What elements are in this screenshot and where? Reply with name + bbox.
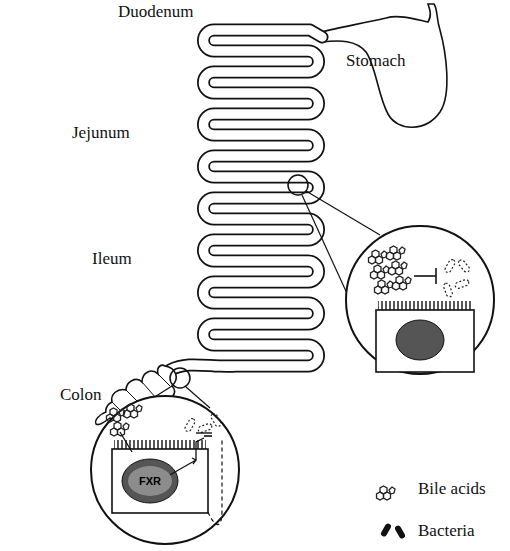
organ-label: Jejunum: [72, 124, 130, 143]
organ-label: Stomach: [346, 52, 406, 71]
nucleus-label: FXR: [139, 475, 161, 487]
organ-label: Duodenum: [118, 3, 194, 22]
legend-text: Bile acids: [418, 480, 486, 499]
organ-label: Colon: [60, 386, 102, 405]
organ-label: Ileum: [92, 250, 132, 269]
legend-text: Bacteria: [418, 522, 475, 541]
nucleus: FXR: [128, 466, 172, 496]
